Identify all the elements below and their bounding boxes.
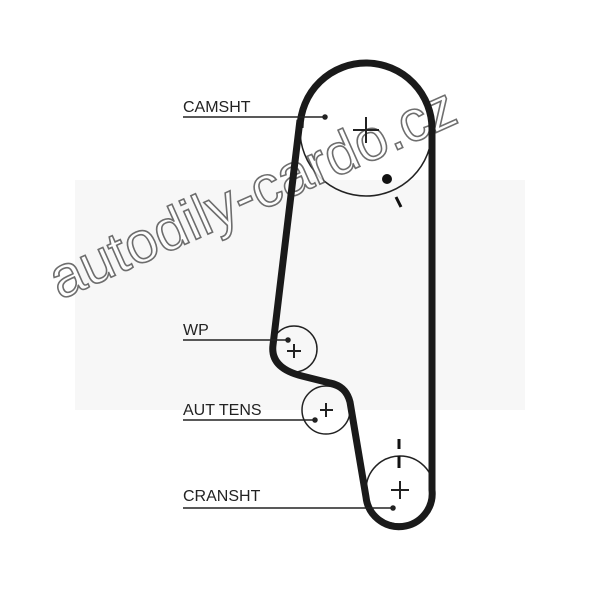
camshaft-center-icon <box>353 117 379 143</box>
crankshaft-label: CRANSHT <box>183 488 261 505</box>
crankshaft-center-icon <box>391 481 409 499</box>
tensioner-label: AUT TENS <box>183 402 262 419</box>
wp-center-icon <box>287 344 301 358</box>
water-pump-label: WP <box>183 322 209 339</box>
cam-timing-mark-icon <box>394 196 403 208</box>
wp-leader-dot <box>285 337 291 343</box>
center-marks <box>287 117 409 499</box>
crankshaft-leader-dot <box>390 505 396 511</box>
timing-belt <box>269 59 436 531</box>
tensioner-leader-dot <box>312 417 318 423</box>
camshaft-label: CAMSHT <box>183 99 251 116</box>
cam-timing-dot-icon <box>382 174 392 184</box>
tensioner-center-icon <box>320 403 333 417</box>
camshaft-leader-dot <box>322 114 328 120</box>
